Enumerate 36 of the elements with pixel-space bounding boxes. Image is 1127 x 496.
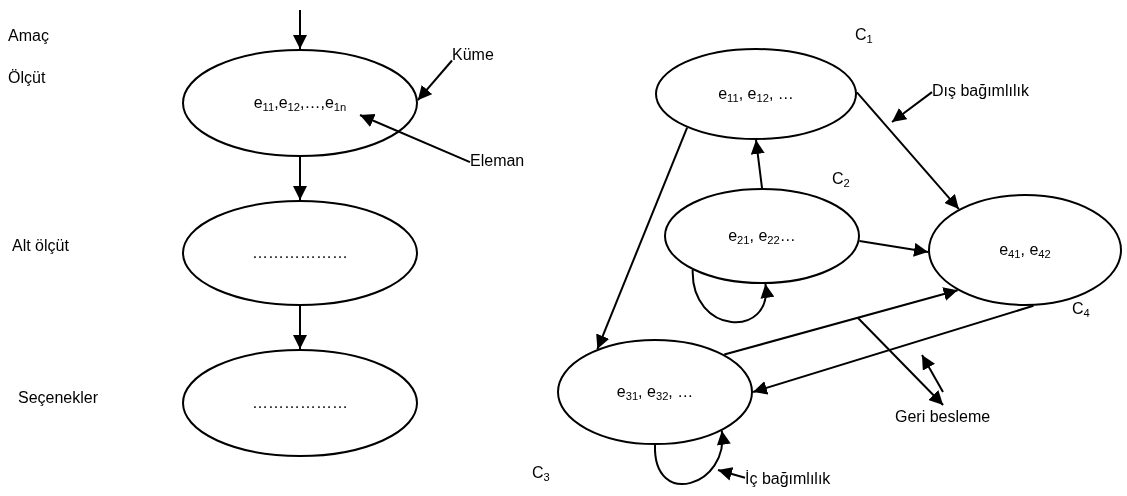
element-list-text: ……………… — [251, 244, 349, 262]
arrow — [723, 287, 959, 356]
element-list-text: e$_{11}$, e$_{12}$, … — [717, 85, 795, 103]
leader-arrow — [293, 9, 307, 50]
annotation-label: İç bağımlılık — [745, 467, 831, 491]
level-label: Ölçüt — [8, 68, 46, 88]
arrow — [293, 156, 307, 201]
self-loop-arrow — [654, 429, 730, 485]
annotation-label: Dış bağımlılık — [932, 80, 1029, 102]
leader-arrow — [717, 467, 746, 481]
cluster-label: C$_{1}$ — [855, 25, 873, 46]
cluster-label: C$_{3}$ — [532, 463, 550, 484]
element-list-text: e$_{41}$, e$_{42}$ — [998, 241, 1052, 259]
arrow — [359, 114, 471, 164]
cluster-label: C$_{2}$ — [832, 169, 850, 190]
element-list-text: e$_{11}$,e$_{12}$,…,e$_{1n}$ — [252, 94, 348, 112]
arrow — [750, 139, 765, 189]
level-label: Seçenekler — [18, 388, 99, 408]
annotation-label: Eleman — [470, 150, 525, 172]
annotation-label: Geri besleme — [895, 405, 991, 429]
element-list-text: ……………… — [251, 394, 349, 412]
element-list-text: e$_{21}$, e$_{22}$… — [727, 227, 797, 245]
leader-arrow — [891, 91, 933, 123]
annotation-label: Küme — [452, 44, 494, 66]
level-label: Alt ölçüt — [12, 236, 69, 256]
arrow — [293, 305, 307, 350]
arrow — [416, 59, 453, 102]
cluster-label: C$_{4}$ — [1072, 299, 1090, 320]
arrow — [596, 126, 689, 351]
leader-arrow — [857, 317, 945, 406]
level-label: Amaç — [8, 26, 49, 46]
arrow — [858, 240, 930, 257]
arrow — [855, 91, 960, 211]
element-list-text: e$_{31}$, e$_{32}$, … — [615, 383, 695, 401]
self-loop-arrow — [691, 268, 773, 323]
arrow — [752, 304, 1035, 395]
